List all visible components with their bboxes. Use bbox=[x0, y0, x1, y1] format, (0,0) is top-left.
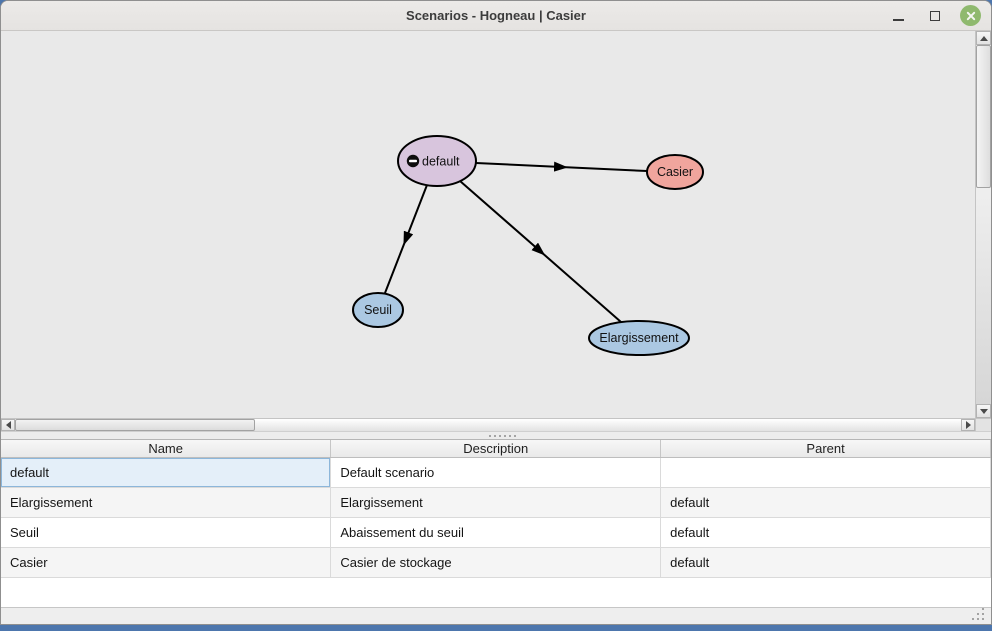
arrow-down-icon bbox=[979, 408, 988, 414]
scroll-up-button[interactable] bbox=[976, 31, 991, 45]
graph-vertical-scrollbar[interactable] bbox=[975, 31, 991, 418]
scenario-table-pane: Name Description Parent default Default … bbox=[1, 439, 991, 607]
minimize-button[interactable] bbox=[888, 5, 909, 26]
close-button[interactable] bbox=[960, 5, 981, 26]
graph-horizontal-scrollbar[interactable] bbox=[1, 418, 975, 431]
edge-default-casier bbox=[475, 161, 648, 172]
scrollbar-corner bbox=[975, 418, 991, 431]
edge-default-elargissement bbox=[459, 180, 622, 323]
horizontal-scrollbar-thumb[interactable] bbox=[15, 419, 255, 431]
graph-node-casier[interactable]: Casier bbox=[646, 154, 704, 190]
window-title: Scenarios - Hogneau | Casier bbox=[406, 8, 586, 23]
node-label: Seuil bbox=[364, 303, 392, 317]
column-header-description[interactable]: Description bbox=[330, 440, 662, 458]
vertical-scrollbar-track[interactable] bbox=[976, 45, 991, 404]
scroll-down-button[interactable] bbox=[976, 404, 991, 418]
maximize-icon bbox=[929, 10, 940, 21]
edge-default-seuil bbox=[384, 184, 428, 294]
maximize-button[interactable] bbox=[924, 5, 945, 26]
graph-node-default[interactable]: default bbox=[397, 135, 477, 187]
scenario-graph: default Casier Seuil Elargissement bbox=[352, 135, 704, 356]
scenario-graph-pane: default Casier Seuil Elargissement bbox=[1, 31, 991, 431]
scroll-right-button[interactable] bbox=[961, 419, 975, 431]
table-row: Seuil Abaissement du seuil default bbox=[1, 517, 991, 548]
arrow-right-icon bbox=[965, 421, 971, 429]
graph-node-seuil[interactable]: Seuil bbox=[352, 292, 404, 328]
arrow-up-icon bbox=[979, 35, 988, 41]
node-label: default bbox=[422, 155, 460, 169]
cell-description[interactable]: Elargissement bbox=[330, 487, 662, 518]
cell-parent[interactable] bbox=[660, 457, 991, 488]
graph-node-elargissement[interactable]: Elargissement bbox=[588, 320, 690, 356]
node-label: Elargissement bbox=[599, 331, 679, 345]
cell-parent[interactable]: default bbox=[660, 487, 991, 518]
table-row: default Default scenario bbox=[1, 457, 991, 488]
column-header-parent[interactable]: Parent bbox=[660, 440, 991, 458]
horizontal-scrollbar-track[interactable] bbox=[15, 419, 961, 431]
column-header-name[interactable]: Name bbox=[1, 440, 332, 458]
cell-description[interactable]: Default scenario bbox=[330, 457, 662, 488]
graph-canvas[interactable]: default Casier Seuil Elargissement bbox=[1, 31, 975, 418]
cell-name[interactable]: Elargissement bbox=[1, 487, 332, 518]
arrow-left-icon bbox=[5, 421, 11, 429]
cell-description[interactable]: Abaissement du seuil bbox=[330, 517, 662, 548]
table-row: Casier Casier de stockage default bbox=[1, 547, 991, 578]
node-label: Casier bbox=[657, 165, 693, 179]
table-header-row: Name Description Parent bbox=[1, 440, 991, 458]
cell-name[interactable]: default bbox=[1, 457, 332, 488]
minus-circle-icon bbox=[406, 154, 420, 168]
window-controls bbox=[888, 1, 981, 30]
cell-description[interactable]: Casier de stockage bbox=[330, 547, 662, 578]
titlebar[interactable]: Scenarios - Hogneau | Casier bbox=[1, 1, 991, 31]
cell-parent[interactable]: default bbox=[660, 517, 991, 548]
pane-splitter[interactable] bbox=[1, 431, 991, 439]
splitter-grip-icon bbox=[488, 434, 491, 437]
table-row: Elargissement Elargissement default bbox=[1, 487, 991, 518]
cell-name[interactable]: Seuil bbox=[1, 517, 332, 548]
cell-parent[interactable]: default bbox=[660, 547, 991, 578]
cell-name[interactable]: Casier bbox=[1, 547, 332, 578]
resize-grip[interactable] bbox=[982, 618, 984, 620]
scenario-table: Name Description Parent default Default … bbox=[1, 440, 991, 578]
status-bar bbox=[1, 607, 991, 624]
scroll-left-button[interactable] bbox=[1, 419, 15, 431]
vertical-scrollbar-thumb[interactable] bbox=[976, 45, 991, 188]
minimize-icon bbox=[893, 19, 904, 21]
